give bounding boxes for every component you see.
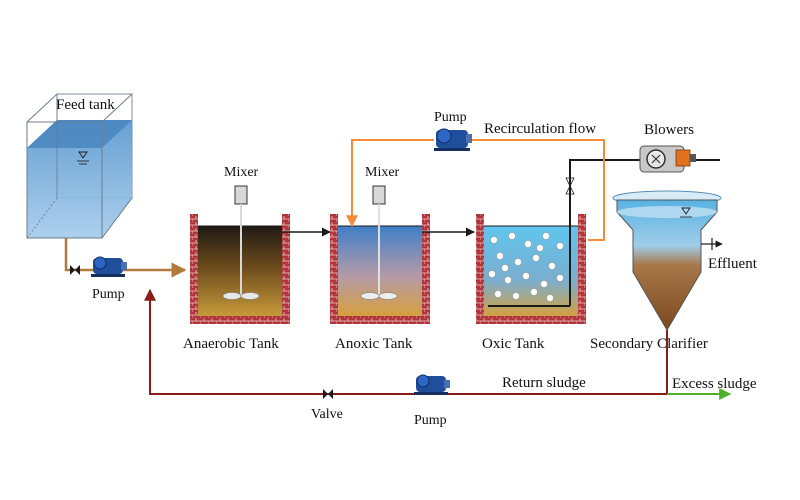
feed-pipe [64,238,187,278]
recirculation-pipe-left [346,139,434,228]
feed-pump-label: Pump [92,287,125,302]
recirculation-pump-label: Pump [434,110,467,125]
water-level-icon [680,207,692,218]
anoxic-tank-label: Anoxic Tank [335,336,413,352]
oxic-tank [476,168,586,324]
blower-icon [639,145,696,173]
mixer-icon [222,185,260,300]
anaerobic-mixer-label: Mixer [224,165,259,180]
valve-icon [70,265,80,275]
oxic-tank-label: Oxic Tank [482,336,545,352]
water-level-icon [77,151,89,165]
valve-icon [323,389,333,399]
recirculation-pipe-right [470,139,605,241]
secondary-clarifier [612,190,722,331]
air-bubble-icon [488,232,564,302]
secondary-clarifier-label: Secondary Clarifier [590,336,708,352]
return-sludge-pipe [144,288,667,395]
pump-icon [91,256,127,277]
recirculation-flow-label: Recirculation flow [484,121,596,137]
valve-label: Valve [311,407,343,422]
feed-tank [26,93,133,239]
return-sludge-label: Return sludge [502,375,586,391]
anoxic-mixer-label: Mixer [365,165,400,180]
return-pump-label: Pump [414,413,447,428]
mixer-icon [360,185,398,300]
feed-tank-label: Feed tank [56,97,115,113]
blowers-label: Blowers [644,122,694,138]
anaerobic-tank-label: Anaerobic Tank [183,336,279,352]
pump-icon [414,374,450,395]
pump-icon [434,128,472,151]
excess-sludge-label: Excess sludge [672,376,757,392]
effluent-label: Effluent [708,256,758,272]
